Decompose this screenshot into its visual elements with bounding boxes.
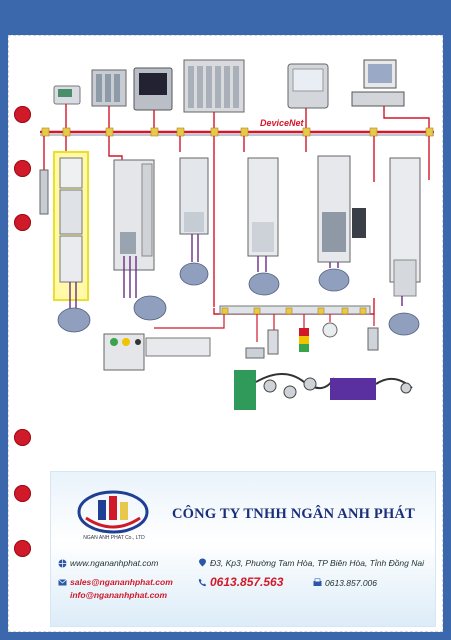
- motor-starter-highlighted: [59, 157, 83, 283]
- prox-sensor: [245, 347, 265, 359]
- operator-terminal: [133, 67, 173, 111]
- photo-sensor: [267, 329, 279, 355]
- motor-1: [57, 307, 91, 333]
- conveyor-system: [234, 370, 413, 410]
- push-button-station: [103, 333, 145, 371]
- bullet-dot-1: [14, 106, 31, 123]
- mail-icon: [58, 579, 67, 586]
- bullet-dot-6: [14, 540, 31, 557]
- sensor-right: [367, 327, 379, 351]
- workstation-computer: [351, 59, 405, 107]
- motor-starter-3: [247, 157, 279, 257]
- terminal-block: [145, 337, 211, 357]
- motor-3: [179, 262, 209, 286]
- website-link[interactable]: www.ngananhphat.com: [70, 558, 159, 568]
- fax-icon: [313, 578, 322, 586]
- devicenet-label: DeviceNet: [260, 118, 305, 128]
- motor-starter-2: [179, 157, 209, 235]
- address-text: Đ3, Kp3, Phường Tam Hòa, TP Biên Hòa, Tỉ…: [210, 558, 425, 568]
- selector-switch: [322, 322, 338, 338]
- company-name: CÔNG TY TNHH NGÂN ANH PHÁT: [172, 506, 415, 522]
- motor-6: [388, 312, 420, 336]
- motor-starter-4: [317, 155, 351, 263]
- motor-5: [318, 268, 350, 292]
- plc-rack-small: [91, 69, 127, 107]
- motor-starter-5: [389, 157, 421, 297]
- bullet-dot-4: [14, 429, 31, 446]
- hmi-panel-small: [53, 85, 81, 105]
- automation-network-diagram: DeviceNet: [39, 59, 434, 410]
- drive-cabinet: [113, 159, 155, 271]
- io-module: [352, 208, 366, 238]
- bullet-dot-2: [14, 160, 31, 177]
- phone-number[interactable]: 0613.857.563: [210, 575, 284, 589]
- stack-light: [299, 328, 309, 352]
- company-logo: [77, 490, 149, 534]
- globe-icon: [58, 559, 67, 568]
- logo-caption: NGAN ANH PHAT Co., LTD: [83, 535, 145, 541]
- motor-4: [248, 272, 280, 296]
- info-email-link[interactable]: info@ngananhphat.com: [70, 590, 168, 600]
- motor-2: [133, 295, 167, 321]
- sensor-left: [39, 169, 49, 215]
- touch-panel: [287, 63, 329, 109]
- sales-email-link[interactable]: sales@ngananhphat.com: [70, 577, 173, 587]
- bullet-dot-5: [14, 485, 31, 502]
- bullet-dot-3: [14, 214, 31, 231]
- location-pin-icon: [199, 558, 206, 567]
- phone-icon: [198, 578, 207, 587]
- controllogix-chassis: [183, 59, 245, 113]
- fax-number: 0613.857.006: [325, 578, 377, 588]
